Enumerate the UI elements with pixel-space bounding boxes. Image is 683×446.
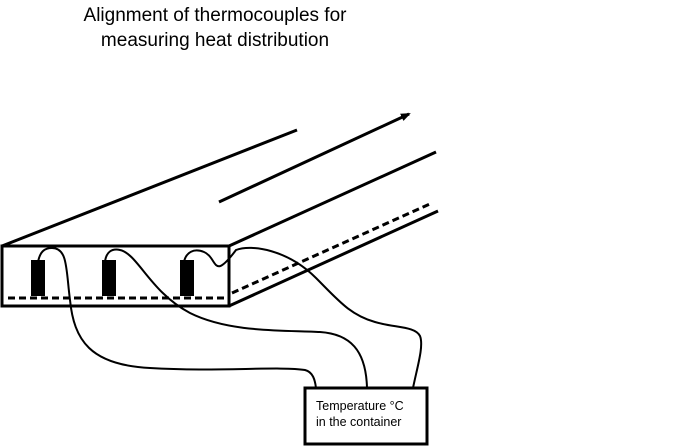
flow-direction-arrow — [218, 112, 411, 204]
diagram-title-line1: Alignment of thermocouples for — [84, 5, 348, 26]
channel-dashed-level — [231, 201, 433, 295]
thermocouple-probes — [31, 260, 194, 296]
channel-cross-section — [0, 244, 231, 308]
readout-label-line1: Temperature °C — [316, 399, 404, 413]
thermocouple-wire-right — [183, 246, 423, 389]
thermocouple-probe — [31, 260, 45, 296]
diagram-title-line2: measuring heat distribution — [101, 30, 329, 51]
readout-label-line2: in the container — [316, 415, 401, 429]
channel-right-bottom-edge — [228, 209, 439, 308]
thermocouple-wire-left — [37, 246, 317, 389]
thermocouple-wire-middle — [104, 248, 368, 389]
channel-back-edge — [1, 128, 298, 248]
channel-front-edge — [228, 150, 437, 248]
thermocouple-probe — [180, 260, 194, 296]
temperature-readout-box — [303, 386, 429, 446]
thermocouple-probe — [102, 260, 116, 296]
